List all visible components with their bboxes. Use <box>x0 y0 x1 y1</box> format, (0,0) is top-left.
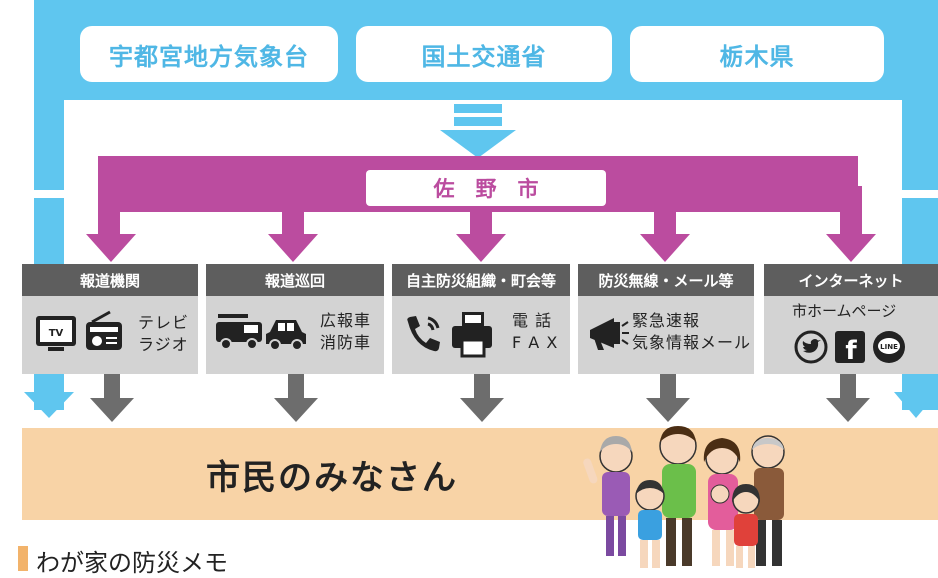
line-icon-label: LINE <box>880 343 898 351</box>
channel-body-media: TV テレビ ラジオ <box>22 296 198 374</box>
channel-header-internet: インターネット <box>764 264 938 296</box>
magenta-arrow-2 <box>268 212 318 262</box>
agency-box-weather: 宇都宮地方気象台 <box>80 26 338 82</box>
channel-text-media: テレビ ラジオ <box>138 313 190 354</box>
family-illustration <box>583 426 785 568</box>
gray-arrow-3 <box>460 374 504 422</box>
phone-icon <box>407 316 440 352</box>
agency-label: 宇都宮地方気象台 <box>109 42 309 71</box>
city-box: 佐 野 市 <box>366 170 606 206</box>
fax-icon <box>452 312 492 358</box>
channel-text-internet: 市ホームページ <box>792 302 897 320</box>
channel-text-community: 電 話 F A X <box>512 311 559 352</box>
channel-header-patrol: 報道巡回 <box>206 264 384 296</box>
gray-arrow-5 <box>826 374 870 422</box>
channel-body-patrol: 広報車 消防車 <box>206 296 384 374</box>
blue-arrow-left <box>24 374 74 418</box>
city-label: 佐 野 市 <box>433 177 539 201</box>
channel-text-broadcast: 緊急速報 気象情報メール <box>632 311 752 352</box>
magenta-arrow-1 <box>86 186 136 262</box>
channel-body-community: 電 話 F A X <box>392 296 570 374</box>
left-rail-gap <box>34 190 64 198</box>
channel-text-patrol: 広報車 消防車 <box>320 311 372 352</box>
channel-header-community: 自主防災組織・町会等 <box>392 264 570 296</box>
facebook-icon-letter: f <box>845 336 857 364</box>
megaphone-icon <box>590 318 629 350</box>
memo-marker <box>18 546 28 571</box>
agency-label: 栃木県 <box>719 42 795 71</box>
agency-label: 国土交通省 <box>421 42 547 71</box>
gray-arrow-2 <box>274 374 318 422</box>
radio-icon <box>86 310 122 350</box>
gray-arrow-4 <box>646 374 690 422</box>
agency-box-prefecture: 栃木県 <box>630 26 884 82</box>
magenta-arrow-4 <box>640 212 690 262</box>
tv-icon-label: TV <box>49 328 64 339</box>
car-icon <box>266 320 306 351</box>
facebook-icon: f <box>835 331 865 364</box>
citizens-label: 市民のみなさん <box>206 458 458 498</box>
blue-arrow-right <box>894 374 938 418</box>
memo-heading: わが家の防災メモ <box>36 549 228 577</box>
agency-to-city-arrow <box>440 104 516 158</box>
channel-header-broadcast: 防災無線・メール等 <box>578 264 754 296</box>
line-icon: LINE <box>873 331 905 363</box>
tv-icon: TV <box>36 316 76 351</box>
gray-arrow-1 <box>90 374 134 422</box>
right-rail-gap <box>902 190 938 198</box>
magenta-arrow-3 <box>456 206 506 262</box>
citizens-band <box>22 428 938 520</box>
channel-body-internet: 市ホームページ f LINE <box>764 296 938 374</box>
agency-box-mlit: 国土交通省 <box>356 26 612 82</box>
twitter-icon <box>794 330 828 364</box>
magenta-arrow-5 <box>826 186 876 262</box>
fire-truck-icon <box>216 314 262 350</box>
channel-body-broadcast: 緊急速報 気象情報メール <box>578 296 754 374</box>
channel-header-media: 報道機関 <box>22 264 198 296</box>
